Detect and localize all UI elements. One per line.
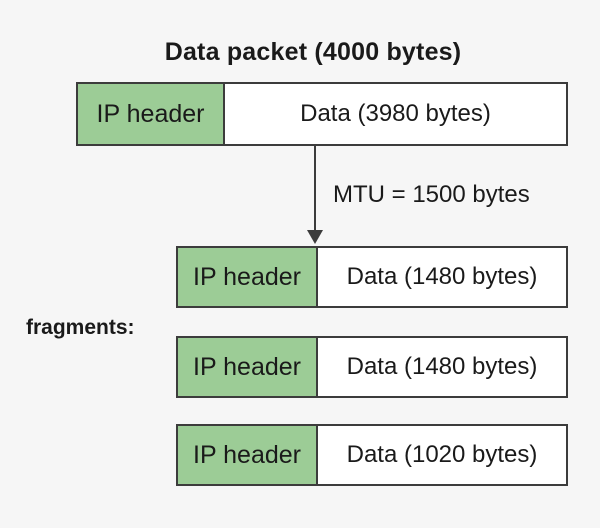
diagram-title: Data packet (4000 bytes) xyxy=(164,38,462,66)
fragment-2: IP header Data (1480 bytes) xyxy=(176,336,568,398)
original-packet-ip-header: IP header xyxy=(78,84,225,144)
mtu-label: MTU = 1500 bytes xyxy=(333,181,530,208)
fragment-1-data: Data (1480 bytes) xyxy=(318,248,566,306)
fragment-1: IP header Data (1480 bytes) xyxy=(176,246,568,308)
fragmentation-arrow xyxy=(307,146,323,244)
fragment-2-data: Data (1480 bytes) xyxy=(318,338,566,396)
fragment-3: IP header Data (1020 bytes) xyxy=(176,424,568,486)
original-packet-data: Data (3980 bytes) xyxy=(225,84,566,144)
fragment-3-ip-header: IP header xyxy=(178,426,318,484)
original-packet: IP header Data (3980 bytes) xyxy=(76,82,568,146)
fragment-1-ip-header: IP header xyxy=(178,248,318,306)
fragment-2-ip-header: IP header xyxy=(178,338,318,396)
fragment-3-data: Data (1020 bytes) xyxy=(318,426,566,484)
fragments-label: fragments: xyxy=(26,316,135,339)
